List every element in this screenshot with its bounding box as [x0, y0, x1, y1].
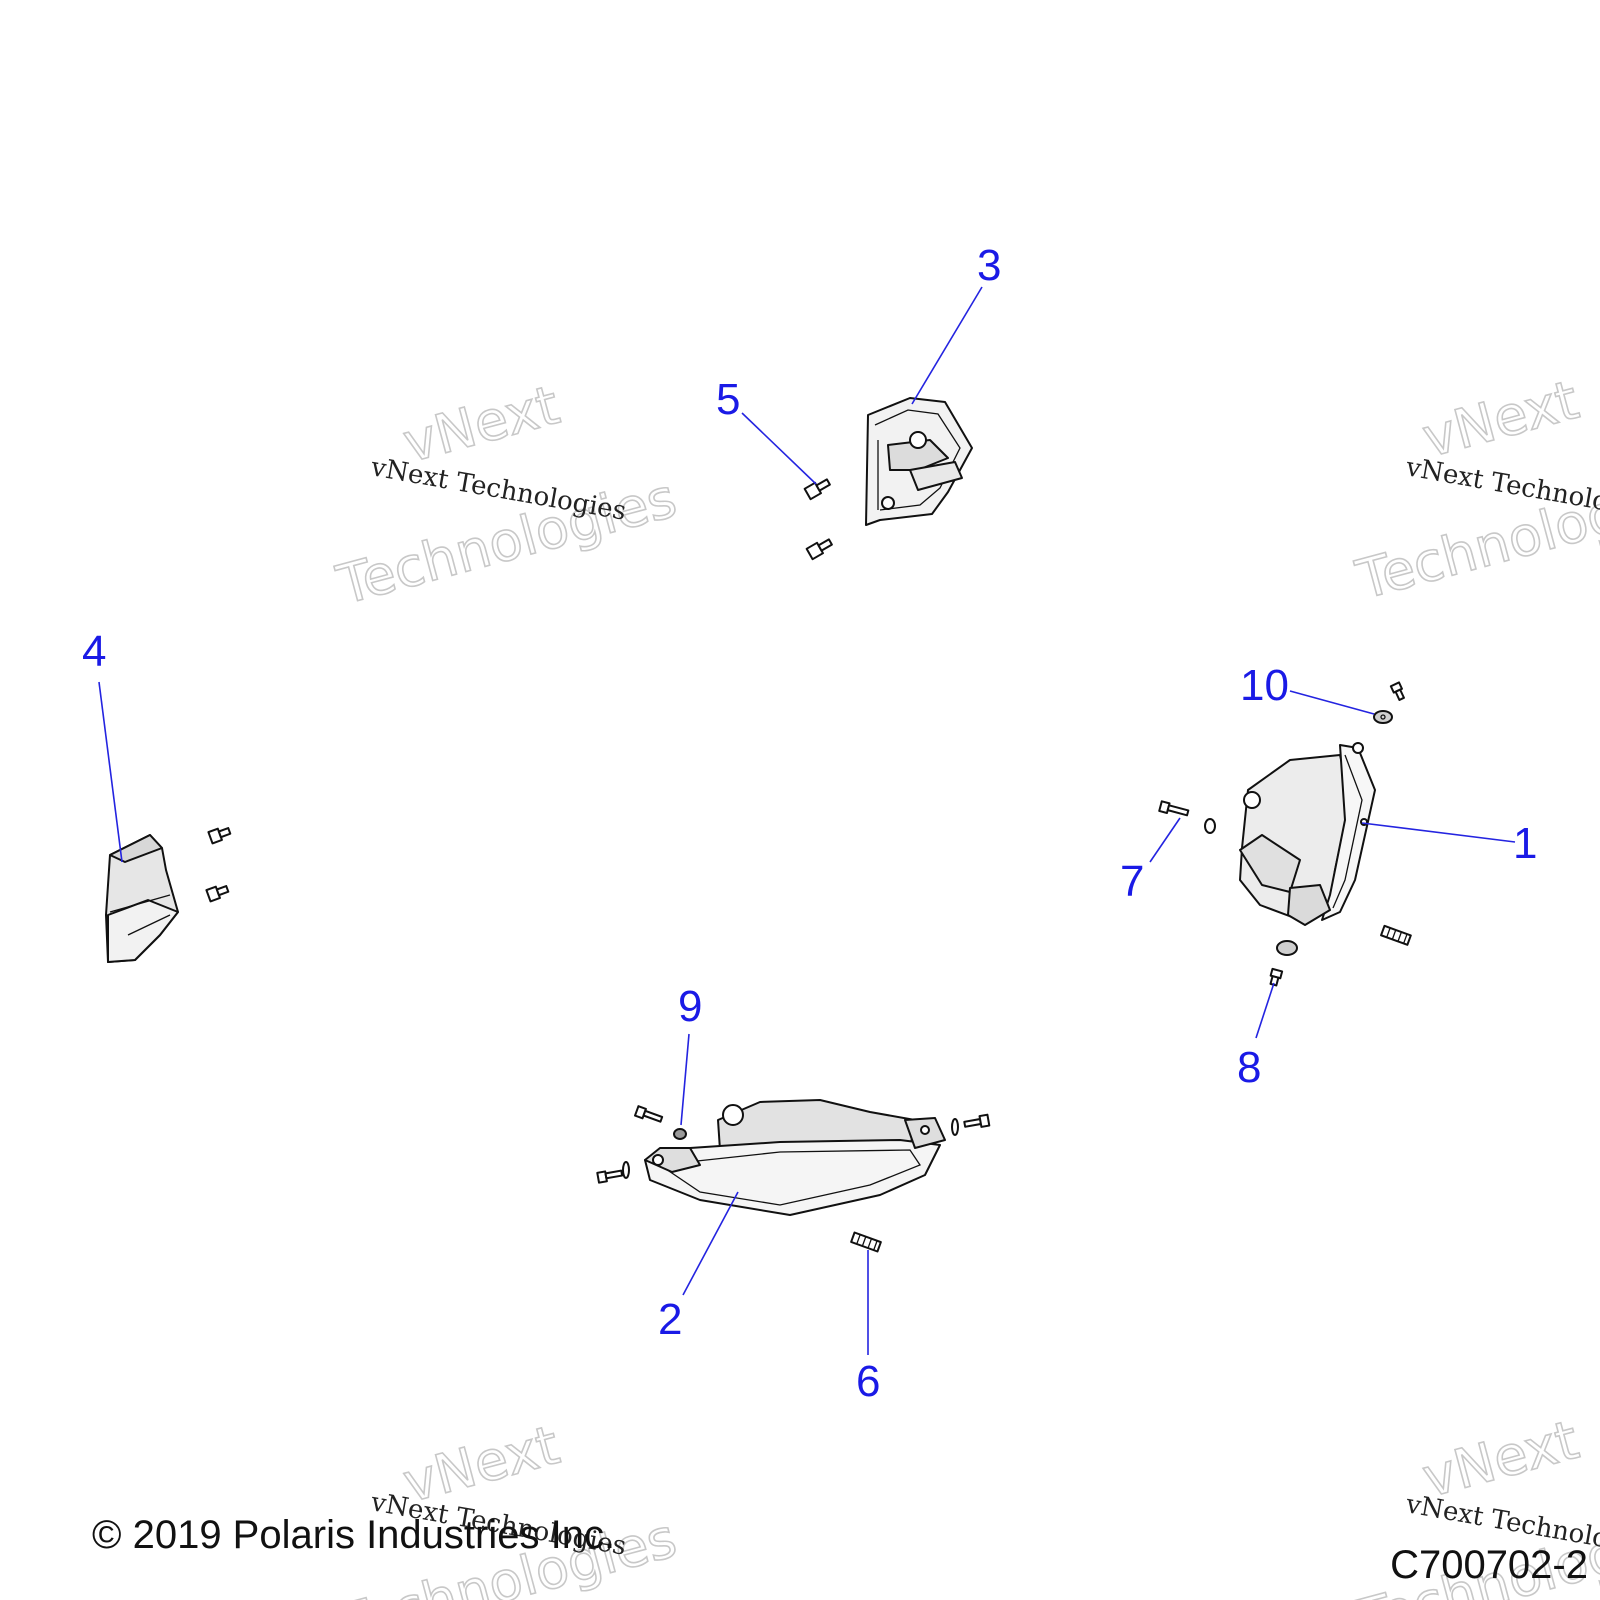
callout-3: 3 — [977, 241, 1001, 290]
callout-5: 5 — [716, 375, 740, 424]
callout-7: 7 — [1120, 857, 1144, 906]
bolt-5-lower — [805, 538, 833, 561]
leader-9 — [680, 1033, 690, 1126]
part-2-headlight — [644, 1099, 946, 1216]
leader-4 — [98, 681, 123, 863]
washer-9 — [673, 1128, 687, 1140]
leader-5 — [741, 412, 817, 485]
leader-8 — [1255, 982, 1275, 1039]
screw-2-top-left — [634, 1105, 664, 1123]
bolt-4-lower — [205, 885, 230, 903]
bolt-4-upper — [207, 827, 232, 845]
spring-nut-6 — [850, 1231, 882, 1253]
washer-near-8 — [1276, 940, 1298, 956]
callout-8: 8 — [1237, 1043, 1261, 1092]
callout-10: 10 — [1240, 661, 1289, 710]
leader-7 — [1149, 817, 1181, 863]
screw-2-right — [963, 1113, 991, 1128]
callout-6: 6 — [856, 1357, 880, 1406]
screw-top — [1389, 681, 1405, 701]
watermark-bottom-left: vNext Technologies — [330, 1412, 684, 1600]
part-4-housing — [105, 834, 179, 963]
part-1-headlight — [1239, 742, 1376, 926]
washer-2-left — [622, 1161, 630, 1179]
leader-3 — [911, 286, 983, 405]
screw-8 — [1269, 967, 1284, 987]
callout-2: 2 — [658, 1295, 682, 1344]
bolt-7 — [1158, 800, 1190, 817]
watermark-big-1: vNext — [1416, 368, 1585, 470]
screw-2-left — [596, 1169, 624, 1184]
leader-1 — [1361, 822, 1516, 843]
washer-2-right — [951, 1118, 959, 1136]
washer-near-7 — [1204, 818, 1216, 834]
callout-9: 9 — [678, 982, 702, 1031]
leader-2 — [682, 1191, 739, 1296]
drawing-number: C700702-2 — [1390, 1543, 1588, 1587]
callout-4: 4 — [82, 627, 106, 676]
leader-10 — [1289, 690, 1375, 715]
spring-nut-1 — [1380, 924, 1412, 946]
watermark-big-1: vNext — [397, 373, 566, 475]
washer-10-hole — [1380, 714, 1386, 720]
part-3-bracket — [865, 397, 973, 526]
callout-1: 1 — [1513, 819, 1537, 868]
bolt-5-upper — [803, 478, 831, 501]
washer-10 — [1373, 710, 1393, 724]
copyright-text: © 2019 Polaris Industries Inc. — [92, 1513, 615, 1557]
